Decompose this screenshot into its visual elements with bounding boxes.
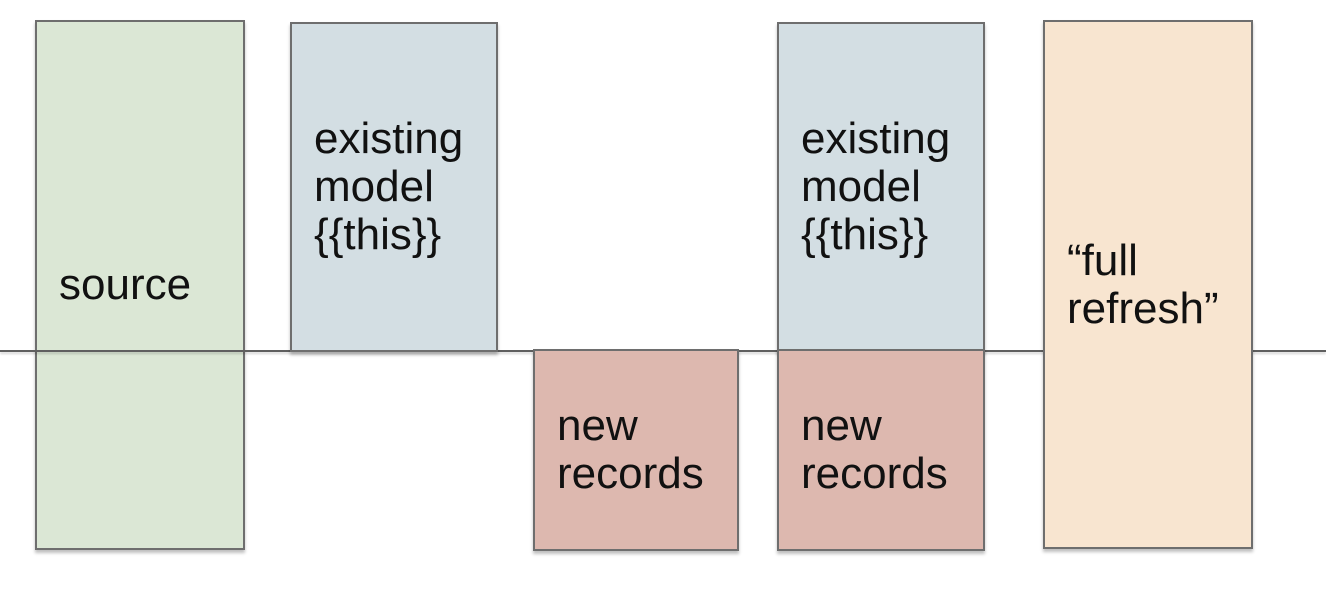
- new-records-box-2: new records: [777, 349, 985, 551]
- new-records-box-1-label: new records: [557, 401, 704, 498]
- existing-model-box-1-label: existing model {{this}}: [314, 114, 464, 259]
- existing-model-box-1: existing model {{this}}: [290, 22, 498, 352]
- full-refresh-box: “full refresh”: [1043, 20, 1253, 549]
- existing-model-box-2-label: existing model {{this}}: [801, 114, 951, 259]
- new-records-box-1: new records: [533, 349, 739, 551]
- source-box: source: [35, 20, 245, 550]
- existing-model-box-2: existing model {{this}}: [777, 22, 985, 352]
- source-box-label: source: [59, 260, 192, 309]
- new-records-box-2-label: new records: [801, 401, 948, 498]
- full-refresh-box-label: “full refresh”: [1067, 235, 1219, 333]
